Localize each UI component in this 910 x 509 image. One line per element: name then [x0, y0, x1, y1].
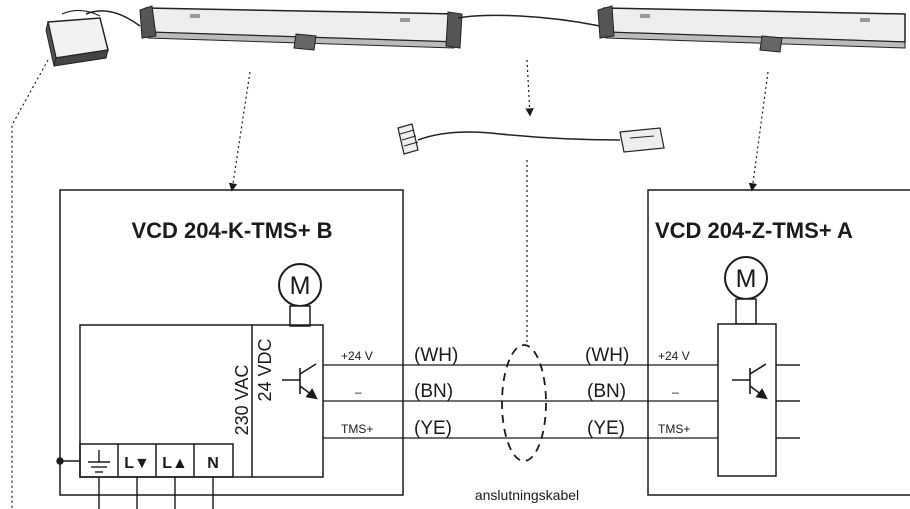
voltage-dc-label: 24 VDC: [255, 338, 275, 401]
terminal-l-down: L▼: [124, 455, 150, 472]
pointer-arrows: [11, 59, 769, 509]
a-in-minus: –: [672, 385, 679, 399]
unit-b-controller: [79, 324, 324, 478]
terminal-block: L▼ L▲ N: [79, 443, 234, 478]
terminal-n: N: [207, 455, 219, 472]
a-in-24v: +24 V: [658, 349, 690, 363]
motor-b-symbol-icon: M: [278, 263, 322, 327]
unit-a-controller: [717, 323, 777, 477]
control-box-icon: [45, 9, 109, 67]
b-wire-wh: (WH): [414, 345, 458, 366]
cable-bundle-marker: [501, 344, 547, 462]
actuator-b-icon: [139, 5, 463, 51]
b-out-minus: –: [355, 385, 362, 399]
transistor-a-icon: [732, 363, 768, 400]
b-wire-bn: (BN): [414, 381, 453, 402]
voltage-ac-label: 230 VAC: [232, 365, 252, 436]
motor-a-symbol-icon: M: [724, 256, 768, 325]
svg-text:M: M: [736, 265, 757, 293]
link-cable: [457, 14, 601, 27]
terminal-leads: [56, 457, 214, 509]
unit-b-enclosure: [59, 189, 404, 496]
actuator-a-icon: [597, 5, 906, 53]
cable-label: anslutningskabel: [475, 487, 579, 503]
a-wire-ye: (YE): [587, 418, 625, 439]
b-out-24v: +24 V: [341, 349, 373, 363]
a-wire-bn: (BN): [587, 381, 626, 402]
earth-ground-icon: [88, 450, 110, 473]
svg-text:M: M: [290, 272, 311, 300]
connection-cable-icon: [397, 123, 665, 155]
unit-a-title: VCD 204-Z-TMS+ A: [655, 218, 853, 243]
wire-stubs-a: [776, 364, 800, 439]
a-in-tms: TMS+: [658, 422, 690, 436]
transistor-b-icon: [282, 363, 318, 400]
unit-b-title: VCD 204-K-TMS+ B: [131, 218, 332, 243]
unit-a-enclosure: [647, 189, 910, 496]
b-wire-ye: (YE): [414, 418, 452, 439]
power-cable: [85, 10, 141, 27]
terminal-l-up: L▲: [162, 455, 188, 472]
b-out-tms: TMS+: [341, 422, 373, 436]
a-wire-wh: (WH): [585, 345, 629, 366]
